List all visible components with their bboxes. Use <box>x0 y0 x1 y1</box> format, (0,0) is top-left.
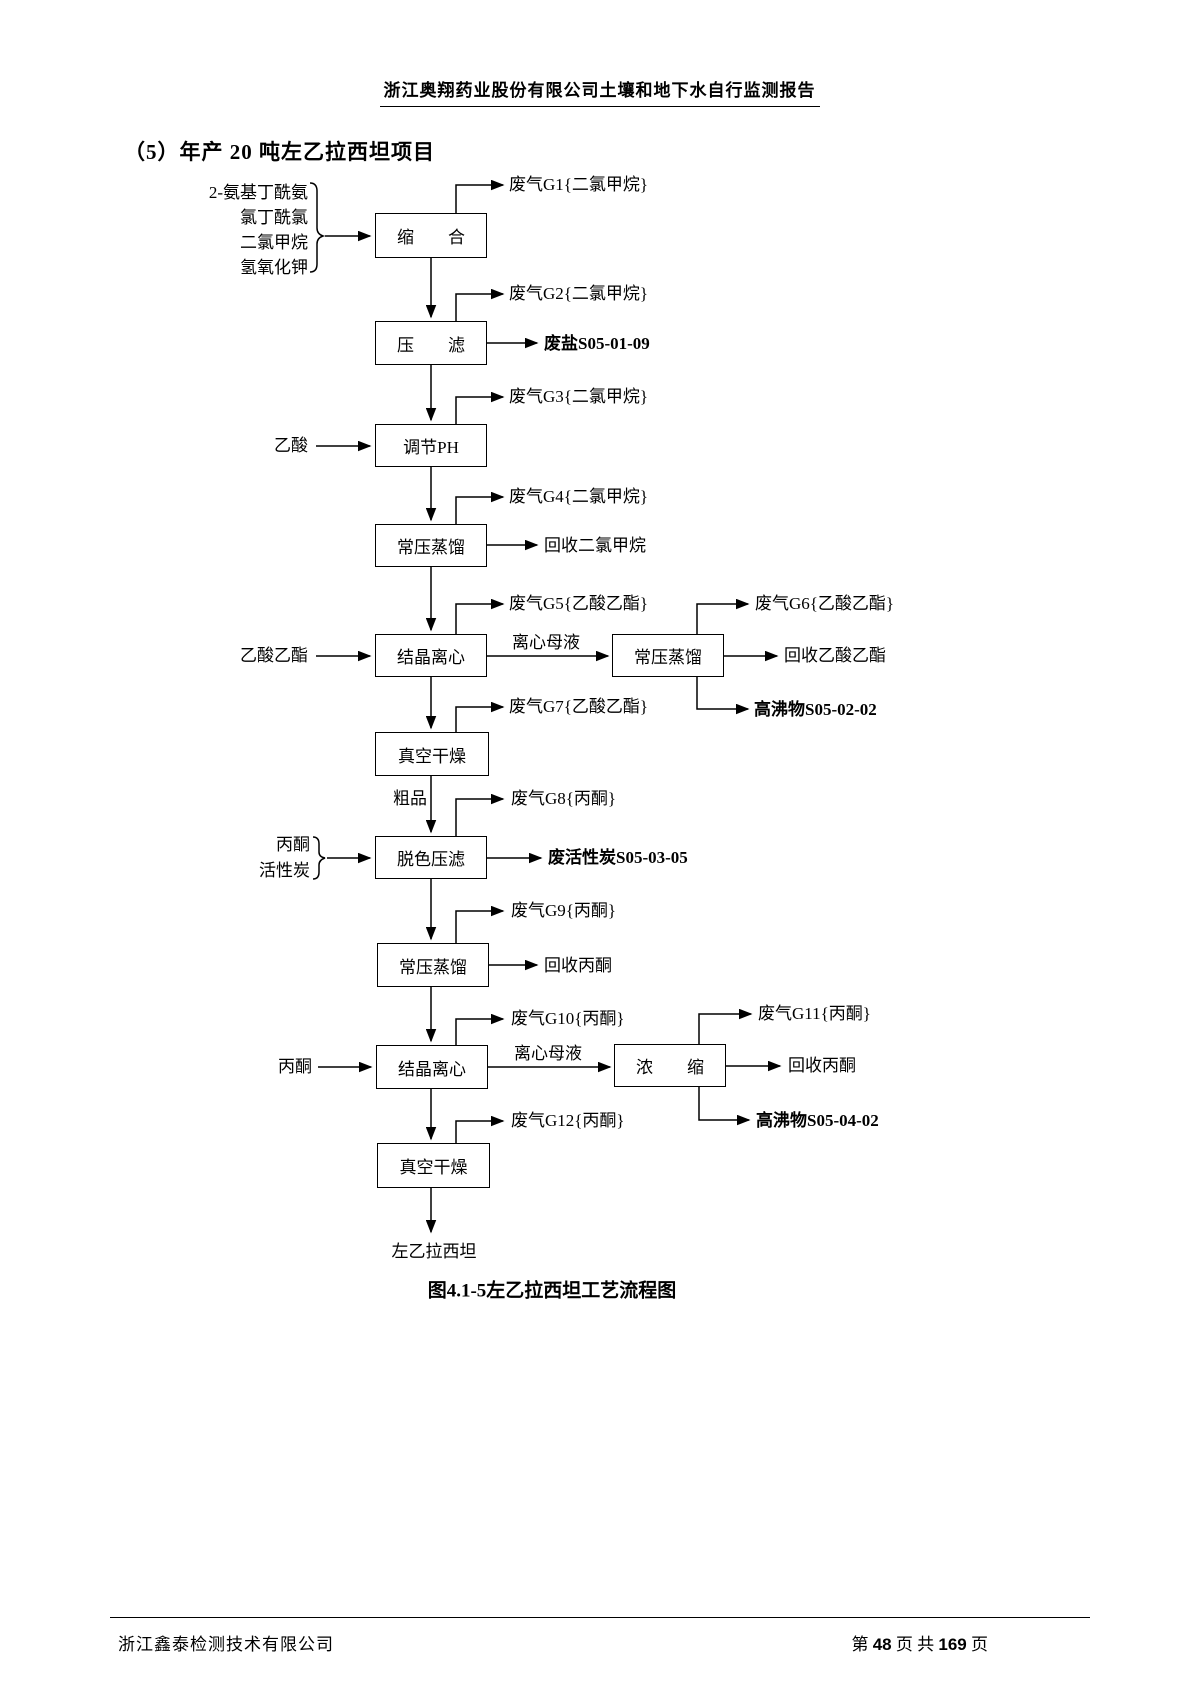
footer-page-total: 169 <box>938 1635 967 1654</box>
high-boiler-1-label: 高沸物S05-02-02 <box>754 699 877 719</box>
footer-page-number: 48 <box>872 1635 892 1654</box>
input-acetic-acid: 乙酸 <box>274 435 308 455</box>
high-boiler-2-label: 高沸物S05-04-02 <box>756 1110 879 1130</box>
waste-gas-g2-label: 废气G2{二氯甲烷} <box>509 283 649 303</box>
flow-box-ph-adjust: 调节PH <box>375 424 487 467</box>
report-title: 浙江奥翔药业股份有限公司土壤和地下水自行监测报告 <box>379 76 820 107</box>
waste-gas-g4-label: 废气G4{二氯甲烷} <box>509 486 649 506</box>
waste-gas-g10-label: 废气G10{丙酮} <box>511 1008 625 1028</box>
footer-page-middle: 页 共 <box>895 1635 935 1654</box>
input-acetone: 丙酮 <box>278 1056 312 1076</box>
waste-gas-g5-label: 废气G5{乙酸乙酯} <box>509 593 649 613</box>
flow-box-atmos-distillation-2: 常压蒸馏 <box>377 943 489 987</box>
input-ethyl-acetate: 乙酸乙酯 <box>240 645 308 665</box>
input-arrows <box>316 230 373 1073</box>
reagent-chlorobutyryl-chloride: 氯丁酰氯 <box>240 208 308 227</box>
waste-gas-g11-label: 废气G11{丙酮} <box>758 1003 871 1023</box>
flow-box-press-filtration: 压 滤 <box>375 321 487 365</box>
crude-product-label: 粗品 <box>393 788 427 808</box>
reagent-dichloromethane: 二氯甲烷 <box>240 233 308 252</box>
flow-box-decolor-filtration: 脱色压滤 <box>375 836 487 879</box>
page-header: 浙江奥翔药业股份有限公司土壤和地下水自行监测报告 <box>0 76 1199 107</box>
mother-liquor-2-label: 离心母液 <box>514 1043 582 1063</box>
reagent-potassium-hydroxide: 氢氧化钾 <box>240 258 308 277</box>
brace-shapes <box>309 182 326 880</box>
section-heading: （5）年产 20 吨左乙拉西坦项目 <box>124 140 435 164</box>
footer-company: 浙江鑫泰检测技术有限公司 <box>118 1635 334 1654</box>
waste-gas-g1-label: 废气G1{二氯甲烷} <box>509 174 649 194</box>
reagent-acetone: 丙酮 <box>276 835 310 854</box>
recover-ethyl-acetate-label: 回收乙酸乙酯 <box>784 645 886 665</box>
footer-pagination: 第 48 页 共 169 页 <box>851 1630 988 1655</box>
recover-acetone-1-label: 回收丙酮 <box>544 955 612 975</box>
waste-gas-g9-label: 废气G9{丙酮} <box>511 900 617 920</box>
figure-caption: 图4.1-5左乙拉西坦工艺流程图 <box>427 1280 677 1302</box>
flow-box-condensation: 缩 合 <box>375 213 487 258</box>
flow-box-crystallization-2: 结晶离心 <box>376 1045 488 1089</box>
recover-dcm-label: 回收二氯甲烷 <box>544 535 646 555</box>
flow-box-vacuum-drying-2: 真空干燥 <box>377 1143 490 1188</box>
reagent-aminobutyramide: 2-氨基丁酰氨 <box>208 183 308 202</box>
waste-gas-g12-label: 废气G12{丙酮} <box>511 1110 625 1130</box>
footer-page-prefix: 第 <box>851 1635 869 1654</box>
footer-divider <box>110 1617 1090 1618</box>
flow-box-vacuum-drying-1: 真空干燥 <box>375 732 489 776</box>
final-product-label: 左乙拉西坦 <box>391 1241 477 1261</box>
waste-gas-g6-label: 废气G6{乙酸乙酯} <box>755 593 895 613</box>
spent-carbon-label: 废活性炭S05-03-05 <box>548 847 688 867</box>
recover-acetone-2-label: 回收丙酮 <box>788 1055 856 1075</box>
waste-gas-g8-label: 废气G8{丙酮} <box>511 788 617 808</box>
decolor-reagent-list: 丙酮 活性炭 <box>150 832 310 884</box>
flow-box-concentration: 浓 缩 <box>614 1044 726 1087</box>
flow-box-atmos-distillation-1: 常压蒸馏 <box>375 524 487 567</box>
reagent-active-carbon: 活性炭 <box>259 861 310 880</box>
mother-liquor-1-label: 离心母液 <box>512 632 580 652</box>
waste-gas-g7-label: 废气G7{乙酸乙酯} <box>509 696 649 716</box>
waste-gas-g3-label: 废气G3{二氯甲烷} <box>509 386 649 406</box>
flow-box-crystallization-1: 结晶离心 <box>375 634 487 677</box>
footer-page-suffix: 页 <box>971 1635 988 1654</box>
condensation-reagent-list: 2-氨基丁酰氨 氯丁酰氯 二氯甲烷 氢氧化钾 <box>148 180 308 280</box>
flow-box-side-distillation: 常压蒸馏 <box>612 634 724 677</box>
side-output-arrows <box>487 337 782 1126</box>
waste-salt-label: 废盐S05-01-09 <box>544 333 650 353</box>
